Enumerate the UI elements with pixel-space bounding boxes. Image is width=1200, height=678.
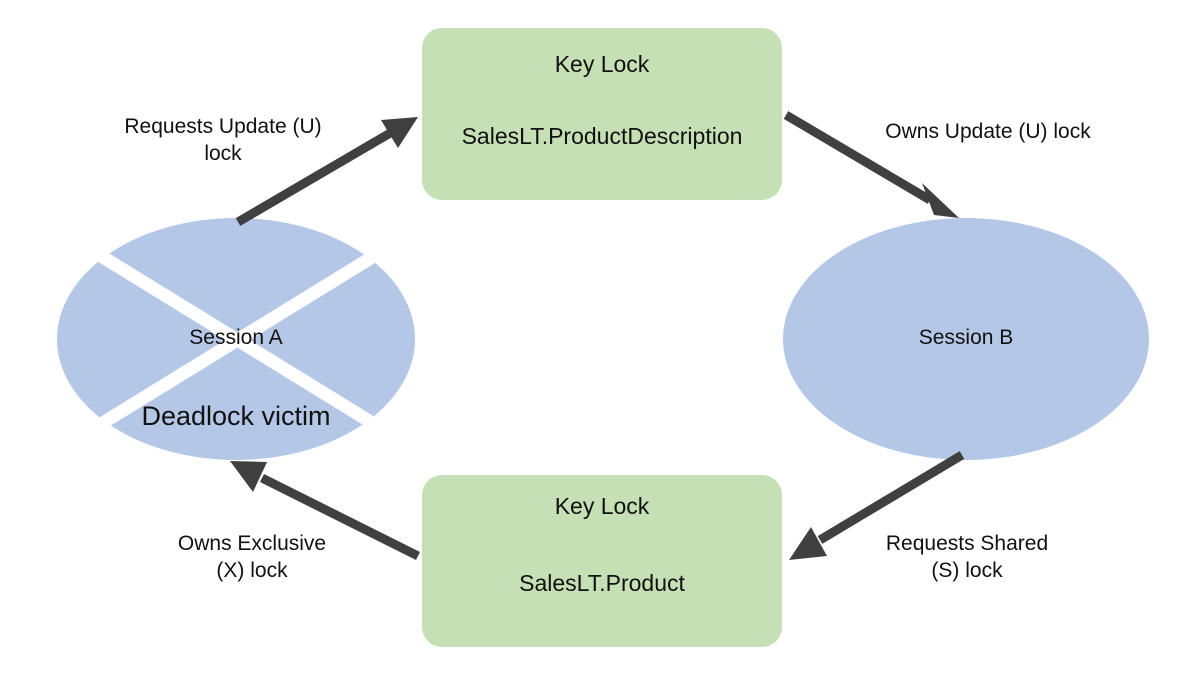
- edge-top-owns-b[interactable]: [783, 111, 959, 218]
- node-lock-top[interactable]: [422, 28, 782, 200]
- lock-top-rect: [422, 28, 782, 200]
- edge-a-requests-top[interactable]: [235, 117, 418, 226]
- lock-bottom-resource: SalesLT.Product: [519, 570, 685, 596]
- edge-label-bottom-owns-a: Owns Exclusive (X) lock: [177, 532, 327, 583]
- edge-b-requests-bottom-arrowhead: [789, 527, 827, 560]
- edge-bottom-owns-a-line: [259, 473, 421, 561]
- session-b-ellipse: [783, 218, 1149, 460]
- edge-top-owns-b-arrowhead: [922, 183, 959, 218]
- node-session-a[interactable]: [57, 218, 415, 460]
- lock-bottom-title: Key Lock: [554, 493, 650, 519]
- lock-bottom-rect: [422, 475, 782, 647]
- session-a-victim-label: Deadlock victim: [141, 401, 331, 431]
- node-lock-bottom[interactable]: [422, 475, 782, 647]
- edge-b-requests-bottom[interactable]: [789, 451, 965, 560]
- session-a-label: Session A: [189, 326, 283, 349]
- edge-a-requests-top-line: [235, 128, 395, 226]
- edge-bottom-owns-a[interactable]: [230, 461, 421, 561]
- edge-label-a-requests-top: Requests Update (U) lock: [124, 115, 322, 166]
- edge-a-requests-top-arrowhead: [381, 117, 418, 148]
- edge-top-owns-b-line: [783, 111, 933, 204]
- edge-label-b-requests-bottom: Requests Shared (S) lock: [885, 532, 1049, 583]
- session-b-label: Session B: [918, 326, 1014, 349]
- node-session-b[interactable]: [783, 218, 1149, 460]
- edge-b-requests-bottom-line: [817, 451, 965, 544]
- lock-top-resource: SalesLT.ProductDescription: [461, 123, 743, 149]
- deadlock-cross-icon: [71, 234, 404, 446]
- edge-bottom-owns-a-arrowhead: [230, 461, 267, 492]
- edge-label-top-owns-b: Owns Update (U) lock: [885, 120, 1091, 143]
- lock-top-title: Key Lock: [554, 51, 650, 77]
